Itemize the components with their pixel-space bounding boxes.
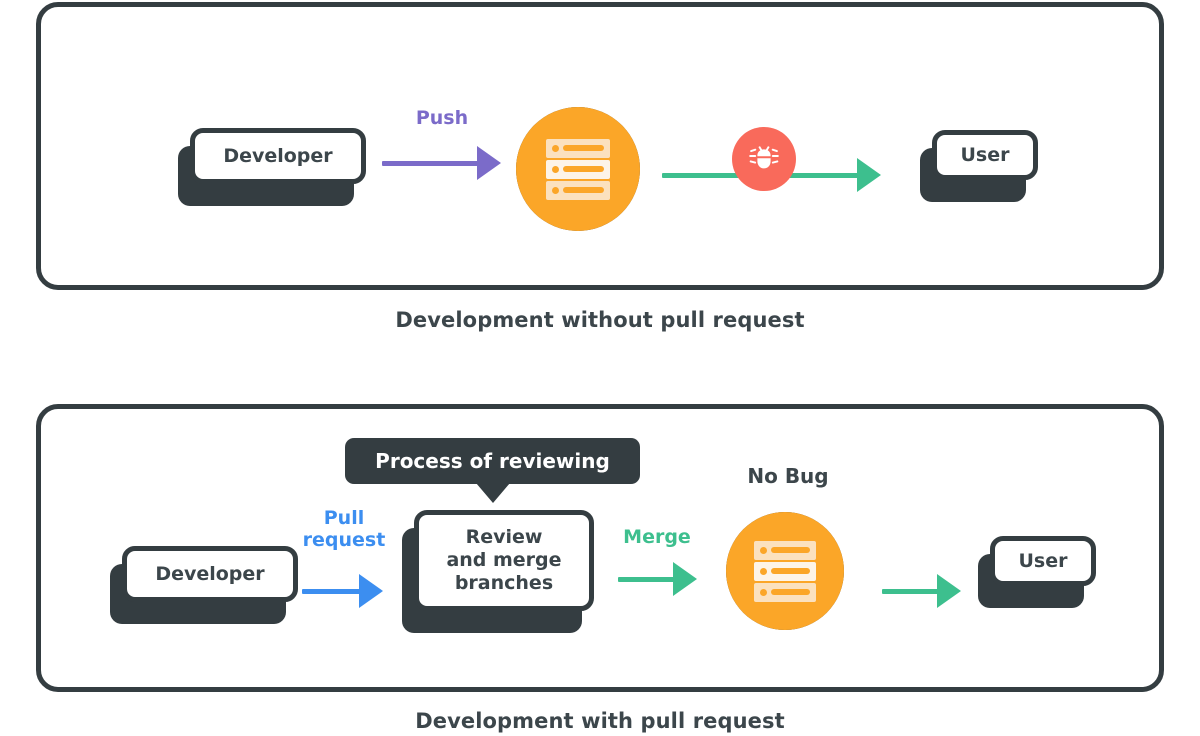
arrow-shaft [618, 576, 674, 582]
arrow-head [937, 574, 961, 608]
server-rack-bar [563, 145, 604, 151]
server-rack-dot [552, 144, 560, 152]
arrow-label-line2: request [302, 528, 386, 551]
server-rack-row [545, 180, 611, 200]
server-icon-disc [516, 107, 640, 231]
node-label: Developer [155, 562, 265, 585]
node-developer-top[interactable]: Developer [178, 128, 366, 206]
node-label: User [960, 143, 1010, 166]
arrow-merge [618, 562, 697, 596]
server-rack-row [754, 561, 816, 581]
caption-without-pull-request: Development without pull request [395, 308, 805, 332]
server-icon [726, 512, 844, 630]
arrow-deliver-bottom [882, 574, 961, 608]
server-icon [516, 107, 640, 231]
server-icon-rack [545, 138, 611, 200]
status-label-no-bug: No Bug [747, 464, 829, 488]
arrow-shaft [302, 588, 360, 594]
server-icon-rack [754, 540, 816, 602]
arrow-label-push: Push [415, 107, 469, 129]
server-rack-row [545, 138, 611, 158]
server-rack-bar [563, 187, 604, 193]
node-label-line1: Review [465, 525, 543, 548]
arrow-push [382, 146, 501, 180]
card-front: Developer [122, 546, 298, 602]
node-label: Review and merge branches [440, 526, 567, 596]
server-rack-row [754, 540, 816, 560]
bug-icon [732, 127, 796, 191]
arrow-label-line1: Pull [323, 507, 365, 529]
tooltip-pointer-icon [475, 483, 510, 503]
node-label: Developer [223, 144, 333, 167]
server-rack-dot [552, 165, 560, 173]
arrow-label-merge: Merge [623, 526, 691, 548]
server-rack-bar [771, 568, 810, 574]
server-rack-dot [760, 588, 768, 596]
card-front: Developer [190, 128, 366, 184]
node-user-bottom[interactable]: User [978, 536, 1096, 608]
node-user-top[interactable]: User [920, 130, 1038, 202]
arrow-head [477, 146, 501, 180]
server-rack-bar [771, 589, 810, 595]
caption-with-pull-request: Development with pull request [415, 709, 785, 733]
arrow-head [857, 158, 881, 192]
server-rack-bar [771, 547, 810, 553]
node-label: User [1018, 549, 1068, 572]
arrow-shaft [882, 588, 938, 594]
server-rack-dot [760, 546, 768, 554]
server-rack-dot [760, 567, 768, 575]
card-front: Review and merge branches [414, 510, 594, 611]
card-front: User [932, 130, 1038, 180]
arrow-shaft [382, 160, 478, 166]
arrow-label-pull-request: Pull request [285, 507, 403, 552]
node-developer-bottom[interactable]: Developer [110, 546, 298, 624]
server-rack-dot [552, 186, 560, 194]
server-rack-bar [563, 166, 604, 172]
tooltip-label: Process of reviewing [375, 449, 610, 473]
arrow-head [359, 574, 383, 608]
tooltip-process-of-reviewing: Process of reviewing [345, 438, 640, 503]
arrow-head [673, 562, 697, 596]
server-icon-disc [726, 512, 844, 630]
arrow-pull-request [302, 574, 383, 608]
server-rack-row [545, 159, 611, 179]
node-label-line2: and merge [446, 548, 562, 571]
node-label-line3: branches [454, 572, 554, 595]
card-front: User [990, 536, 1096, 586]
node-review-and-merge[interactable]: Review and merge branches [402, 510, 594, 633]
server-rack-row [754, 582, 816, 602]
